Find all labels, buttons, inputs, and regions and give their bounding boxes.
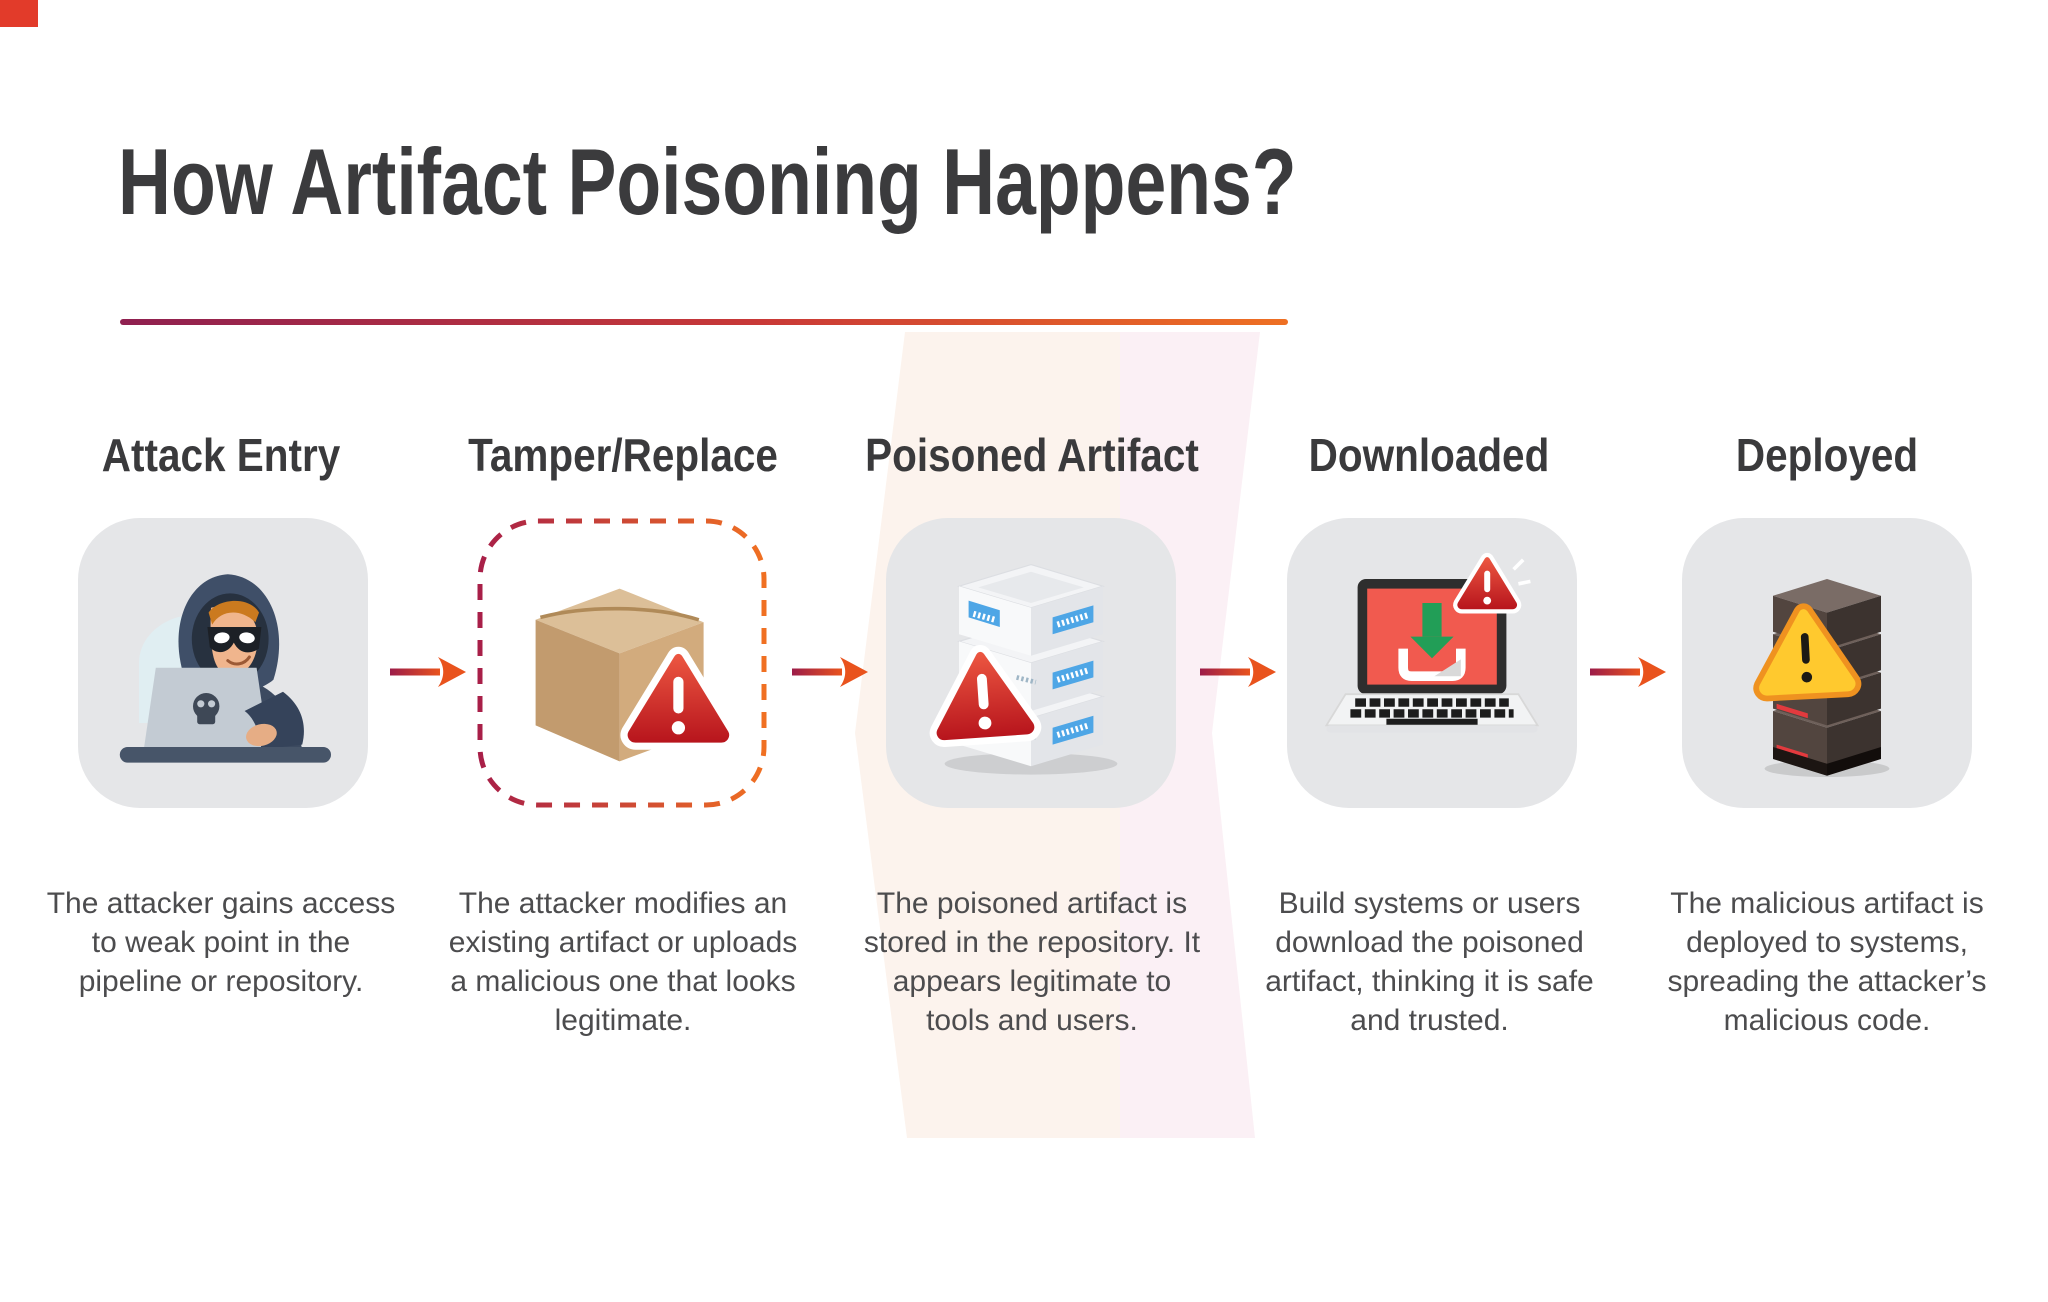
poisoned-repository-warning-icon (911, 563, 1118, 775)
corner-accent (0, 0, 38, 27)
step-description-tamper-replace: The attacker modifies an existing artifa… (448, 887, 798, 1037)
step-title-deployed: Deployed (1735, 429, 1919, 481)
right-arrow-icon (1590, 657, 1666, 687)
step-description-deployed: The malicious artifact is deployed to sy… (1667, 887, 1987, 1037)
step-card-attack-entry (78, 518, 368, 808)
step-description-downloaded: Build systems or users download the pois… (1265, 887, 1594, 1037)
right-arrow-icon (792, 657, 868, 687)
right-arrow-icon (390, 657, 466, 687)
hacker-laptop-icon (119, 574, 331, 763)
step-title-downloaded: Downloaded (1308, 429, 1550, 481)
laptop-download-warning-icon (1324, 543, 1540, 733)
tampered-package-warning-icon (535, 588, 742, 762)
step-card-poisoned-artifact (886, 518, 1176, 808)
step-title-poisoned-artifact: Poisoned Artifact (865, 429, 1199, 481)
step-description-attack-entry: The attacker gains access to weak point … (46, 887, 396, 998)
right-arrow-icon (1200, 657, 1276, 687)
step-description-poisoned-artifact: The poisoned artifact is stored in the r… (863, 887, 1201, 1037)
step-card-tamper-replace (477, 518, 767, 808)
step-card-deployed (1682, 518, 1972, 808)
title-underline (120, 319, 1288, 325)
server-tower-warning-icon (1707, 579, 1890, 777)
step-card-downloaded (1287, 518, 1577, 808)
step-title-tamper-replace: Tamper/Replace (468, 429, 778, 481)
page-title: How Artifact Poisoning Happens? (118, 129, 1297, 234)
step-title-attack-entry: Attack Entry (101, 429, 341, 481)
